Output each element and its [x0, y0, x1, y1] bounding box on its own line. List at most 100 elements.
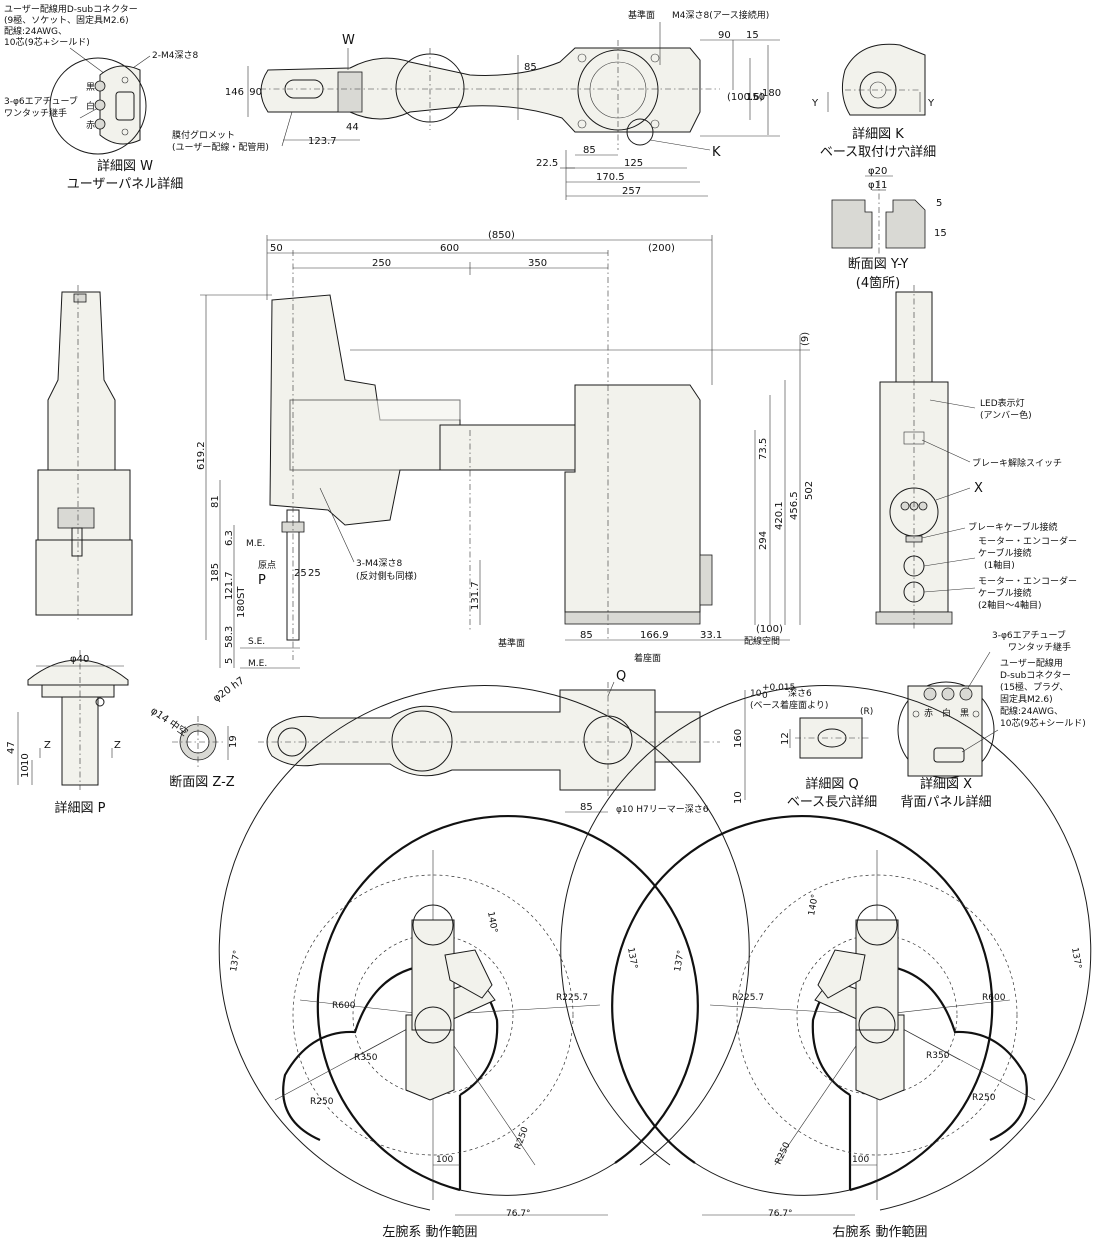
dim-6-3: 6.3 — [224, 530, 235, 546]
x-tube: 3-φ6エアチューブ — [992, 629, 1066, 641]
tube-note-1: 3-φ6エアチューブ — [4, 95, 78, 107]
dim-180st: 180ST — [236, 586, 247, 618]
dim-85-top: 85 — [524, 62, 537, 73]
label-se: S.E. — [248, 637, 265, 647]
section-yy-caption-2: (4箇所) — [856, 275, 900, 291]
kijunmen-top: 基準面 — [628, 9, 655, 21]
x-dsub-6: 10芯(9芯+シールド) — [1000, 717, 1086, 729]
brake-cable-label: ブレーキケーブル接続 — [968, 521, 1057, 533]
dim-85-bottom: 85 — [580, 630, 593, 641]
side-view: (850) 50 600 (200) 250 350 619.2 81 185 … — [196, 230, 815, 669]
left-dim-100: 100 — [436, 1155, 453, 1165]
dim-121-7: 121.7 — [224, 571, 235, 600]
p-10-b: 10 — [20, 753, 31, 766]
right-r600: R600 — [982, 993, 1006, 1003]
detail-w-caption: 詳細図 W — [97, 158, 153, 174]
dim-50: 50 — [270, 243, 283, 254]
dim-850: (850) — [488, 230, 515, 241]
x-label: X — [974, 481, 983, 496]
p-phi40: φ40 — [70, 654, 89, 665]
dim-166-9: 166.9 — [640, 630, 669, 641]
dim-9: (9) — [800, 332, 811, 346]
dim-81: 81 — [210, 495, 221, 508]
motor1-label: モーター・エンコーダー — [978, 535, 1077, 547]
dim-5: 5 — [224, 658, 235, 664]
dim-90-right: 90 — [718, 30, 731, 41]
section-zz-caption: 断面図 Z-Z — [169, 775, 235, 790]
tube-color-white: 白 — [86, 100, 95, 112]
range-left: 140° 137° 137° 76.7° R600 R225.7 R350 R2… — [218, 685, 750, 1240]
range-right-caption: 右腕系 動作範囲 — [832, 1224, 927, 1240]
z-label-right: Z — [114, 740, 121, 751]
dsub-note-2: (9極、ソケット、固定具M2.6) — [4, 14, 129, 26]
right-angle-140: 140° — [807, 893, 821, 916]
zz-phi20: φ20 h7 — [211, 675, 246, 704]
zz-phi14: φ14 中空 — [148, 704, 190, 739]
dsub-note-4: 10芯(9芯+シールド) — [4, 36, 90, 48]
dim-100-bottom: (100) — [756, 624, 783, 635]
x-dsub-5: 配線:24AWG、 — [1000, 705, 1063, 717]
motor2-label-3: (2軸目〜4軸目) — [978, 599, 1041, 611]
front-view — [35, 285, 133, 620]
dim-150: 150 — [746, 92, 765, 103]
dim-125: 125 — [624, 158, 643, 169]
range-left-caption: 左腕系 動作範囲 — [382, 1224, 477, 1240]
x-color-black: 黒 — [960, 708, 969, 719]
detail-q: 10 +0.015 0 深さ6 (ベース着座面より) (R) 12 詳細図 Q … — [750, 683, 877, 810]
right-r225-7: R225.7 — [732, 993, 764, 1003]
x-color-white: 白 — [942, 707, 951, 719]
motor2-label-2: ケーブル接続 — [978, 587, 1031, 599]
right-angle-76-7: 76.7° — [768, 1209, 793, 1219]
led-label-sub: (アンバー色) — [980, 409, 1032, 421]
dim-200: (200) — [648, 243, 675, 254]
dim-90-left: 90 — [249, 87, 262, 98]
label-3m4: 3-M4深さ8 — [356, 558, 402, 569]
tube-color-red: 赤 — [86, 120, 95, 131]
yy-phi20: φ20 — [868, 166, 887, 177]
q-label: Q — [616, 669, 626, 684]
dim-58-3: 58.3 — [224, 626, 235, 648]
x-color-red: 赤 — [924, 708, 933, 719]
dim-85-mid: 85 — [583, 145, 596, 156]
2m4-note: 2-M4深さ8 — [152, 50, 198, 61]
bottom-view: Q 160 10 85 φ10 H7リーマー深さ6 — [258, 669, 746, 815]
dim-250: 250 — [372, 258, 391, 269]
x-dsub-2: D-subコネクター — [1000, 670, 1071, 681]
label-p: P — [258, 573, 266, 588]
dim-619-2: 619.2 — [196, 441, 207, 470]
section-zz: φ14 中空 φ20 h7 19 断面図 Z-Z — [148, 675, 246, 790]
p-47: 47 — [6, 741, 17, 754]
left-r250-a: R250 — [310, 1097, 334, 1107]
detail-p-caption: 詳細図 P — [55, 800, 106, 816]
left-angle-137-b: 137° — [625, 947, 639, 970]
yy-phi11: φ11 — [868, 180, 887, 191]
label-3m4-sub: (反対側も同様) — [356, 570, 417, 582]
m4-earth-note: M4深さ8(アース接続用) — [672, 9, 769, 21]
right-r350: R350 — [926, 1051, 950, 1061]
yy-5: 5 — [936, 198, 942, 209]
bottom-85: 85 — [580, 802, 593, 813]
dsub-note-3: 配線:24AWG、 — [4, 25, 67, 37]
right-r250-b: R250 — [774, 1141, 793, 1167]
left-r250-b: R250 — [513, 1125, 531, 1151]
dim-100-6: (100.6) — [727, 92, 764, 103]
detail-k: Y Y 詳細図 K ベース取付け穴詳細 — [811, 43, 936, 160]
yy-15: 15 — [934, 228, 947, 239]
x-tube-2: ワンタッチ継手 — [1008, 641, 1071, 653]
dim-131-7: 131.7 — [470, 581, 481, 610]
dim-456-5: 456.5 — [789, 491, 800, 520]
reamer-note: φ10 H7リーマー深さ6 — [616, 804, 709, 815]
detail-x-caption: 詳細図 X — [920, 776, 972, 792]
led-label: LED表示灯 — [980, 397, 1025, 409]
detail-x-caption-2: 背面パネル詳細 — [900, 794, 991, 810]
view-label-k: K — [712, 145, 721, 160]
p-10-a: 10 — [20, 765, 31, 778]
bottom-10: 10 — [733, 791, 744, 804]
dim-420-1: 420.1 — [774, 501, 785, 530]
label-chakuzamen: 着座面 — [634, 652, 661, 664]
right-r250-a: R250 — [972, 1093, 996, 1103]
dsub-note-1: ユーザー配線用D-subコネクター — [4, 3, 138, 15]
grommet-note-sub: (ユーザー配線・配管用) — [172, 141, 269, 153]
x-dsub-3: (15極、プラグ、 — [1000, 681, 1068, 693]
detail-x: 赤 白 黒 3-φ6エアチューブ ワンタッチ継手 ユーザー配線用 D-subコネ… — [897, 629, 1086, 810]
